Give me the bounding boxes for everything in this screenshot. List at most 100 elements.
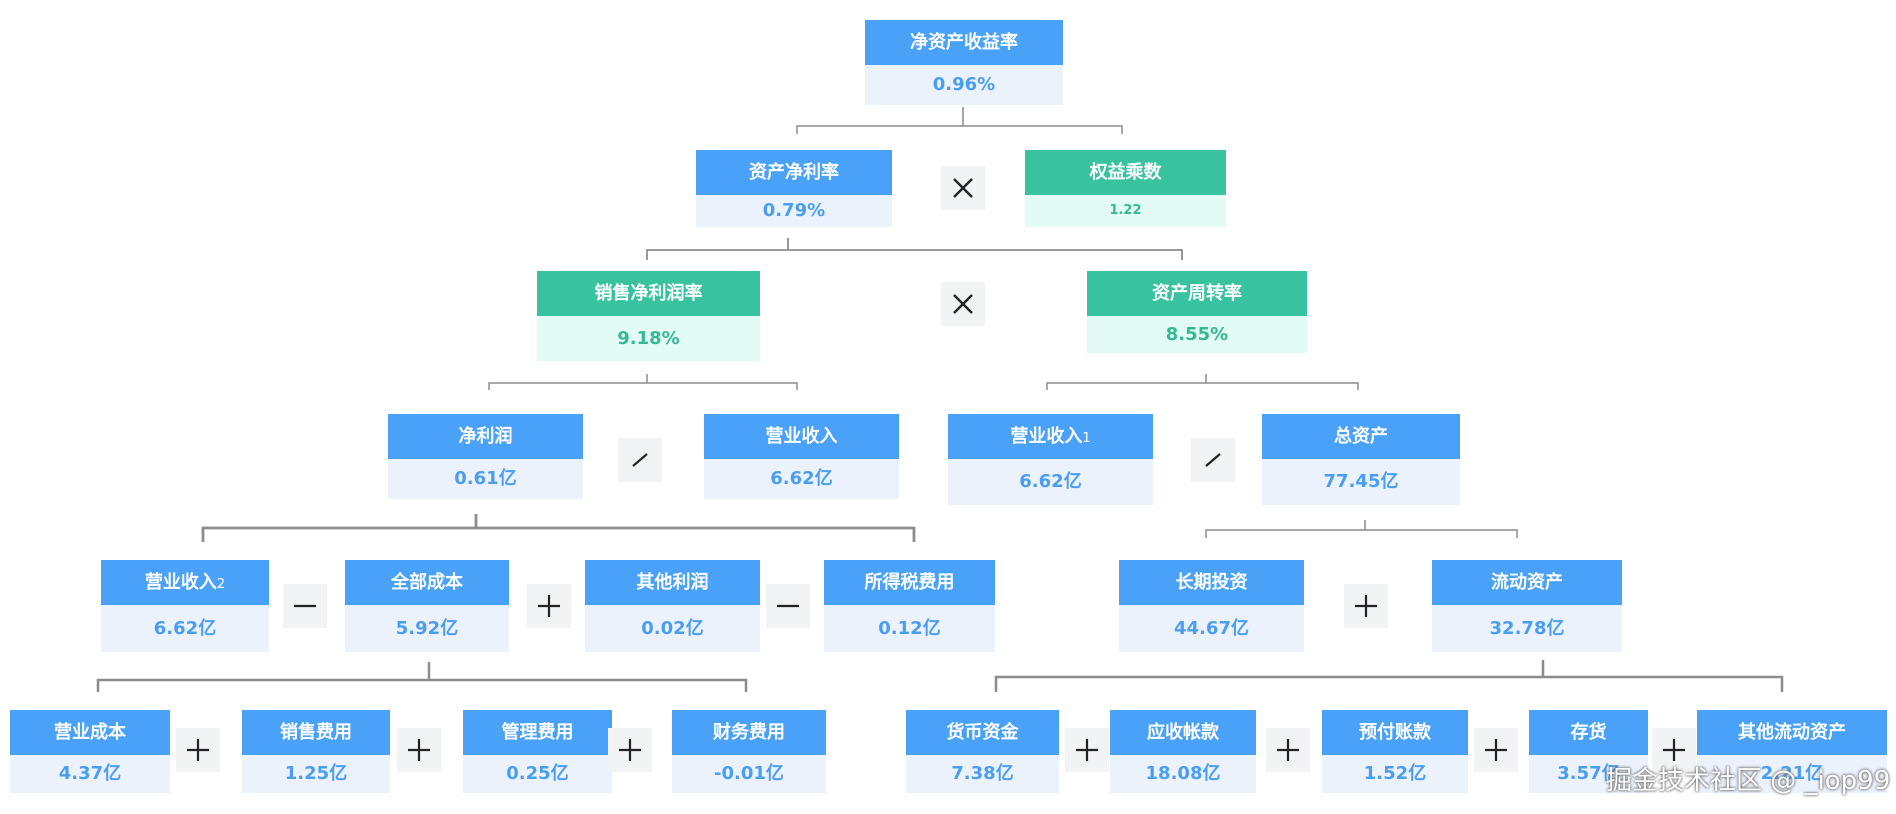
divide-icon xyxy=(632,453,648,467)
node-income-tax[interactable]: 所得税费用 0.12亿 xyxy=(824,560,995,652)
node-admin-expense[interactable]: 管理费用 0.25亿 xyxy=(463,710,612,793)
node-current-assets[interactable]: 流动资产 32.78亿 xyxy=(1432,560,1622,652)
node-accounts-receivable[interactable]: 应收帐款 18.08亿 xyxy=(1110,710,1256,793)
node-value: 6.62亿 xyxy=(948,459,1153,505)
divide-operator xyxy=(618,438,662,482)
node-title: 管理费用 xyxy=(463,710,612,755)
plus-icon xyxy=(187,739,209,761)
node-title: 营业收入2 xyxy=(101,560,269,605)
node-value: 6.62亿 xyxy=(101,605,269,652)
connector-bracket xyxy=(1205,520,1518,538)
node-selling-expense[interactable]: 销售费用 1.25亿 xyxy=(242,710,390,793)
node-title: 其他利润 xyxy=(585,560,760,605)
node-value: 0.61亿 xyxy=(388,459,583,499)
node-value: 0.25亿 xyxy=(463,755,612,793)
node-title: 销售净利润率 xyxy=(537,271,760,316)
node-net-profit[interactable]: 净利润 0.61亿 xyxy=(388,414,583,499)
node-title: 货币资金 xyxy=(906,710,1059,755)
plus-icon xyxy=(1355,595,1377,617)
node-value: 32.78亿 xyxy=(1432,605,1622,652)
plus-operator xyxy=(1065,728,1109,772)
node-value: 1.25亿 xyxy=(242,755,390,793)
node-title: 其他流动资产 xyxy=(1697,710,1887,755)
node-value: 1.52亿 xyxy=(1322,755,1468,793)
node-title: 预付账款 xyxy=(1322,710,1468,755)
node-value: 18.08亿 xyxy=(1110,755,1256,793)
node-title-suffix: 2 xyxy=(216,577,226,592)
node-title-suffix: 1 xyxy=(1082,431,1091,446)
node-title: 营业成本 xyxy=(10,710,170,755)
node-value: 9.18% xyxy=(537,316,760,361)
multiply-operator xyxy=(941,282,985,326)
node-title: 所得税费用 xyxy=(824,560,995,605)
node-asset-turnover[interactable]: 资产周转率 8.55% xyxy=(1087,271,1307,353)
node-title: 存货 xyxy=(1529,710,1648,755)
node-title: 财务费用 xyxy=(672,710,826,755)
node-title: 总资产 xyxy=(1262,414,1460,459)
connector-bracket xyxy=(96,662,748,692)
plus-icon xyxy=(538,595,560,617)
node-value: -0.01亿 xyxy=(672,755,826,793)
minus-icon xyxy=(777,604,799,608)
divide-icon xyxy=(1205,453,1221,467)
plus-operator xyxy=(1652,728,1696,772)
node-title: 权益乘数 xyxy=(1025,150,1226,195)
node-value: 44.67亿 xyxy=(1119,605,1304,652)
node-title-text: 营业收入 xyxy=(144,572,217,593)
node-title: 流动资产 xyxy=(1432,560,1622,605)
minus-operator xyxy=(283,584,327,628)
node-roa[interactable]: 资产净利率 0.79% xyxy=(696,150,892,227)
minus-operator xyxy=(766,584,810,628)
node-revenue-1[interactable]: 营业收入1 6.62亿 xyxy=(948,414,1153,505)
node-prepayments[interactable]: 预付账款 1.52亿 xyxy=(1322,710,1468,793)
node-equity-multiplier[interactable]: 权益乘数 1.22 xyxy=(1025,150,1226,227)
connector-bracket xyxy=(201,514,916,542)
node-title: 净资产收益率 xyxy=(865,20,1063,65)
node-roe[interactable]: 净资产收益率 0.96% xyxy=(865,20,1063,105)
plus-operator xyxy=(1474,728,1518,772)
plus-operator xyxy=(397,728,441,772)
node-total-cost[interactable]: 全部成本 5.92亿 xyxy=(345,560,509,652)
node-value: 0.79% xyxy=(696,195,892,227)
plus-icon xyxy=(1485,739,1507,761)
node-title: 全部成本 xyxy=(345,560,509,605)
plus-icon xyxy=(1076,739,1098,761)
node-cash[interactable]: 货币资金 7.38亿 xyxy=(906,710,1059,793)
connector-bracket xyxy=(646,238,1183,260)
node-value: 7.38亿 xyxy=(906,755,1059,793)
plus-icon xyxy=(619,739,641,761)
node-revenue[interactable]: 营业收入 6.62亿 xyxy=(704,414,899,499)
node-title-text: 营业收入 xyxy=(1010,426,1083,447)
plus-operator xyxy=(608,728,652,772)
node-value: 2.21亿 xyxy=(1697,755,1887,793)
node-title: 应收帐款 xyxy=(1110,710,1256,755)
multiply-icon xyxy=(953,294,973,314)
node-total-assets[interactable]: 总资产 77.45亿 xyxy=(1262,414,1460,505)
plus-operator xyxy=(1266,728,1310,772)
node-title: 资产净利率 xyxy=(696,150,892,195)
node-title: 长期投资 xyxy=(1119,560,1304,605)
plus-operator xyxy=(527,584,571,628)
node-other-current-assets[interactable]: 其他流动资产 2.21亿 xyxy=(1697,710,1887,793)
plus-icon xyxy=(408,739,430,761)
node-value: 1.22 xyxy=(1025,195,1226,227)
node-value: 0.96% xyxy=(865,65,1063,105)
node-net-profit-margin[interactable]: 销售净利润率 9.18% xyxy=(537,271,760,361)
watermark: 掘金技术社区 @ _iop99 xyxy=(1606,766,1891,796)
node-title: 净利润 xyxy=(388,414,583,459)
node-other-profit[interactable]: 其他利润 0.02亿 xyxy=(585,560,760,652)
connector-bracket xyxy=(488,374,798,390)
minus-icon xyxy=(294,604,316,608)
node-long-term-investment[interactable]: 长期投资 44.67亿 xyxy=(1119,560,1304,652)
node-title: 销售费用 xyxy=(242,710,390,755)
node-value: 6.62亿 xyxy=(704,459,899,499)
node-inventory[interactable]: 存货 3.57亿 xyxy=(1529,710,1648,793)
node-title: 资产周转率 xyxy=(1087,271,1307,316)
divide-operator xyxy=(1191,438,1235,482)
node-finance-expense[interactable]: 财务费用 -0.01亿 xyxy=(672,710,826,793)
node-value: 77.45亿 xyxy=(1262,459,1460,505)
node-operating-cost[interactable]: 营业成本 4.37亿 xyxy=(10,710,170,793)
node-revenue-2[interactable]: 营业收入2 6.62亿 xyxy=(101,560,269,652)
node-title: 营业收入1 xyxy=(948,414,1153,459)
node-value: 5.92亿 xyxy=(345,605,509,652)
